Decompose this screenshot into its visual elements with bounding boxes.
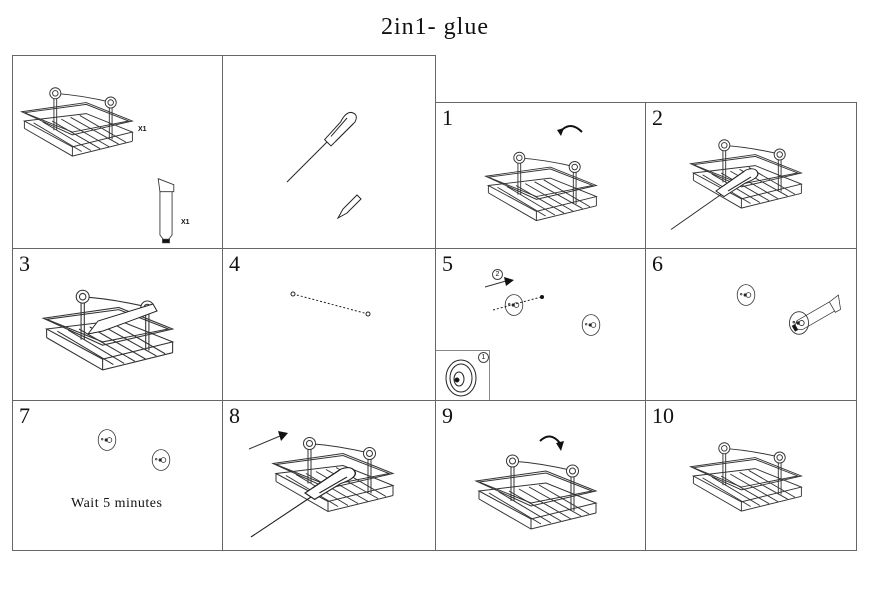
screw-line xyxy=(492,295,544,311)
marked-line xyxy=(290,291,371,317)
screwdriver-icon xyxy=(666,163,766,233)
step-number: 3 xyxy=(19,251,30,276)
parts-panel: X1 X1 xyxy=(12,55,223,249)
direction-arrow-icon xyxy=(248,431,288,450)
screwdriver-icon xyxy=(245,461,365,541)
step-number: 8 xyxy=(229,403,240,428)
step-number: 7 xyxy=(19,403,30,428)
screwdriver-icon xyxy=(283,96,363,196)
page-title: 2in1- glue xyxy=(381,14,489,40)
basket-quantity: X1 xyxy=(138,126,147,133)
tools-panel xyxy=(222,55,436,249)
basket-illustration xyxy=(481,143,601,228)
pencil-icon xyxy=(336,194,362,220)
basket-illustration xyxy=(471,446,601,536)
step-7: 7 Wait 5 minutes xyxy=(12,400,223,551)
step-10: 10 xyxy=(645,400,857,551)
direction-arrow-icon xyxy=(484,277,514,288)
step-number: 10 xyxy=(652,403,674,428)
pencil-icon xyxy=(86,303,158,335)
suction-disc xyxy=(579,311,603,339)
suction-disc xyxy=(95,426,119,454)
step-number: 6 xyxy=(652,251,663,276)
glue-tube-icon xyxy=(806,284,832,344)
step-number: 2 xyxy=(652,105,663,130)
step-number: 9 xyxy=(442,403,453,428)
step-number: 5 xyxy=(442,251,453,276)
basket-illustration xyxy=(17,76,137,166)
step-2: 2 xyxy=(645,102,857,249)
suction-disc xyxy=(734,281,758,309)
suction-disc-detail xyxy=(445,359,477,397)
wait-note: Wait 5 minutes xyxy=(71,496,163,511)
step-8: 8 xyxy=(222,400,436,551)
sub-step-1-label: 1 xyxy=(478,352,489,363)
basket-illustration xyxy=(686,431,806,521)
sub-step-2-label: 2 xyxy=(492,269,503,280)
rotate-arrow-icon xyxy=(539,435,564,451)
step-9: 9 xyxy=(435,400,646,551)
step-6: 6 xyxy=(645,248,857,401)
step-3: 3 xyxy=(12,248,223,401)
step-5: 5 2 1 xyxy=(435,248,646,401)
detail-inset: 1 xyxy=(436,350,490,400)
glue-quantity: X1 xyxy=(181,219,190,226)
glue-tube-icon xyxy=(153,174,179,244)
step-number: 1 xyxy=(442,105,453,130)
step-number: 4 xyxy=(229,251,240,276)
step-1: 1 xyxy=(435,102,646,249)
suction-disc xyxy=(149,446,173,474)
step-4: 4 xyxy=(222,248,436,401)
rotate-arrow-icon xyxy=(557,125,583,136)
